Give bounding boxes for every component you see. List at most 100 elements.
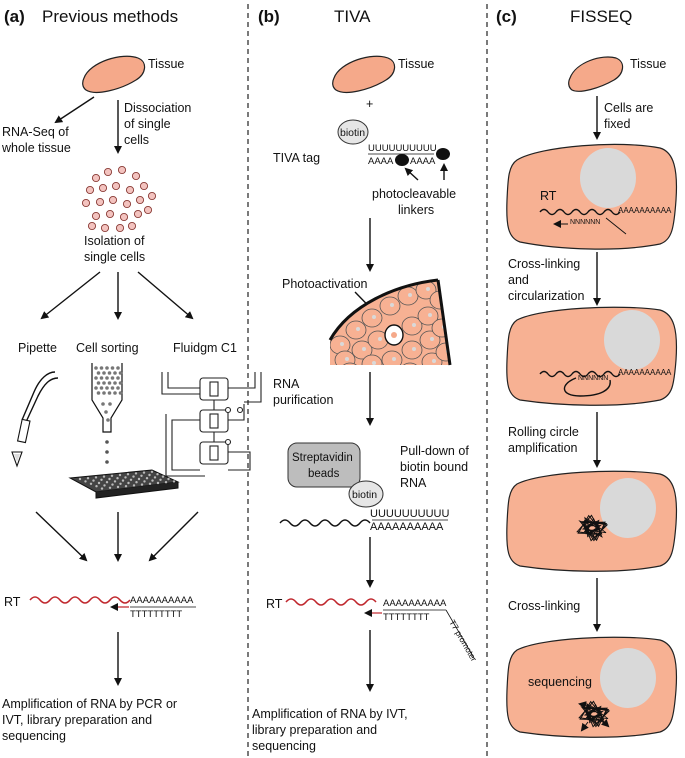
single-cell-dot <box>127 221 137 231</box>
sequencing-product <box>578 700 611 728</box>
photoactivation-label: Photoactivation <box>282 277 368 291</box>
single-cell-dot <box>87 221 97 231</box>
dissoc-label-2: of single <box>124 117 171 131</box>
biotin-label-2: biotin <box>352 489 377 501</box>
cross-label-2: and <box>508 273 529 287</box>
polya-a: AAAAAAAAAA <box>130 595 194 606</box>
panel-a-label: (a) <box>4 7 25 26</box>
nnn-c2: NNNNNN <box>578 375 608 382</box>
tissue-label-b: Tissue <box>398 57 434 71</box>
pipette-label: Pipette <box>18 341 57 355</box>
rnapur-label-2: purification <box>273 393 333 407</box>
sorting-label: Cell sorting <box>76 341 139 355</box>
tiva-a1: AAAA <box>368 156 394 167</box>
arrow-to-rnaseq <box>54 96 95 124</box>
isolation-label-1: Isolation of <box>84 234 145 248</box>
roll-label-1: Rolling circle <box>508 425 579 439</box>
linker-arrow-1 <box>404 167 419 181</box>
seq-arrow-3 <box>580 721 589 732</box>
sequencing-label: sequencing <box>528 675 592 689</box>
single-cell-dot <box>147 191 157 201</box>
single-cell-dot <box>98 183 108 193</box>
tissue-label-a: Tissue <box>148 57 184 71</box>
linker-1 <box>395 154 409 166</box>
dissociated-cells <box>81 165 157 233</box>
panel-a-title: Previous methods <box>42 7 178 26</box>
single-cell-dot <box>85 185 95 195</box>
single-cell-dot <box>115 223 125 233</box>
mrna-c2 <box>539 370 621 378</box>
rca-product <box>576 514 609 542</box>
panel-b-label: (b) <box>258 7 280 26</box>
panel-c: (c) FISSEQ Tissue Cells are fixed RT AAA… <box>496 7 678 738</box>
rt-label-c: RT <box>540 189 557 203</box>
mrna-strand-b1 <box>279 519 371 527</box>
nucleus-2 <box>604 310 660 370</box>
tissue-shape-c <box>568 56 624 92</box>
roll-label-2: amplification <box>508 441 578 455</box>
linker-2 <box>436 148 450 160</box>
single-cell-dot <box>122 199 132 209</box>
amp-a-1: Amplification of RNA by PCR or <box>2 697 177 711</box>
dissoc-label-1: Dissociation <box>124 101 191 115</box>
strep-label-1: Streptavidin <box>292 452 353 464</box>
t7-label: T7 promoter <box>447 618 479 663</box>
tissue-shape-a <box>82 55 146 93</box>
seq-arrow-1 <box>578 701 591 710</box>
panel-c-title: FISSEQ <box>570 7 632 26</box>
photo-label-1: photocleavable <box>372 187 456 201</box>
pull-u: UUUUUUUUUU <box>370 508 449 520</box>
t7-line <box>445 609 475 659</box>
cross-label-3: circularization <box>508 289 584 303</box>
single-cell-dot <box>111 181 121 191</box>
panel-c-label: (c) <box>496 7 517 26</box>
fixed-label-2: fixed <box>604 117 630 131</box>
cross2-label: Cross-linking <box>508 599 580 613</box>
tiva-tag-label: TIVA tag <box>273 151 320 165</box>
single-cell-dot <box>105 209 115 219</box>
tissue-shape-b <box>332 55 396 93</box>
panel-b: (b) TIVA Tissue + biotin UUUUUUUUUU AAAA… <box>252 7 479 753</box>
amp-b-3: sequencing <box>252 739 316 753</box>
polya-c2: AAAAAAAAAA <box>618 368 672 377</box>
cross-label-1: Cross-linking <box>508 257 580 271</box>
cell-sorter-illustration <box>68 363 180 499</box>
biotin-bubble-2 <box>348 480 384 508</box>
amp-a-2: IVT, library preparation and <box>2 713 152 727</box>
pipette-illustration <box>11 371 59 468</box>
primer-tail-c1 <box>605 217 627 235</box>
plus-sign: + <box>366 97 373 111</box>
arrow-merge-right <box>148 511 199 562</box>
single-cell-dot <box>133 209 143 219</box>
seq-arrow-2 <box>599 717 610 728</box>
strep-label-2: beads <box>308 468 340 480</box>
mrna-c1 <box>539 208 621 216</box>
single-cell-dot <box>108 195 118 205</box>
single-cell-dot <box>135 195 145 205</box>
amp-a-3: sequencing <box>2 729 66 743</box>
single-cell-dot <box>100 223 110 233</box>
amp-b-2: library preparation and <box>252 723 377 737</box>
dissoc-label-3: cells <box>124 133 149 147</box>
single-cell-dot <box>95 197 105 207</box>
rnaseq-label-1: RNA-Seq of <box>2 125 69 139</box>
mrna-strand-a <box>29 596 131 604</box>
amp-b-1: Amplification of RNA by IVT, <box>252 707 408 721</box>
panel-b-title: TIVA <box>334 7 371 26</box>
streptavidin-beads <box>287 442 361 488</box>
pull-label-3: RNA <box>400 476 427 490</box>
nucleus-4 <box>600 648 656 708</box>
tissue-label-c: Tissue <box>630 57 666 71</box>
polya-b: AAAAAAAAAA <box>383 598 447 609</box>
tissue-section <box>328 278 452 366</box>
panel-a: (a) Previous methods Tissue RNA-Seq of w… <box>1 7 262 743</box>
pull-a: AAAAAAAAAA <box>370 521 444 533</box>
single-cell-dot <box>119 212 129 222</box>
rt-label-b: RT <box>266 597 283 611</box>
arrow-to-pipette <box>40 271 101 320</box>
biotin-label: biotin <box>340 127 365 139</box>
circularized-cdna <box>563 377 611 397</box>
single-cell-dot <box>117 165 127 175</box>
single-cell-dot <box>131 171 141 181</box>
